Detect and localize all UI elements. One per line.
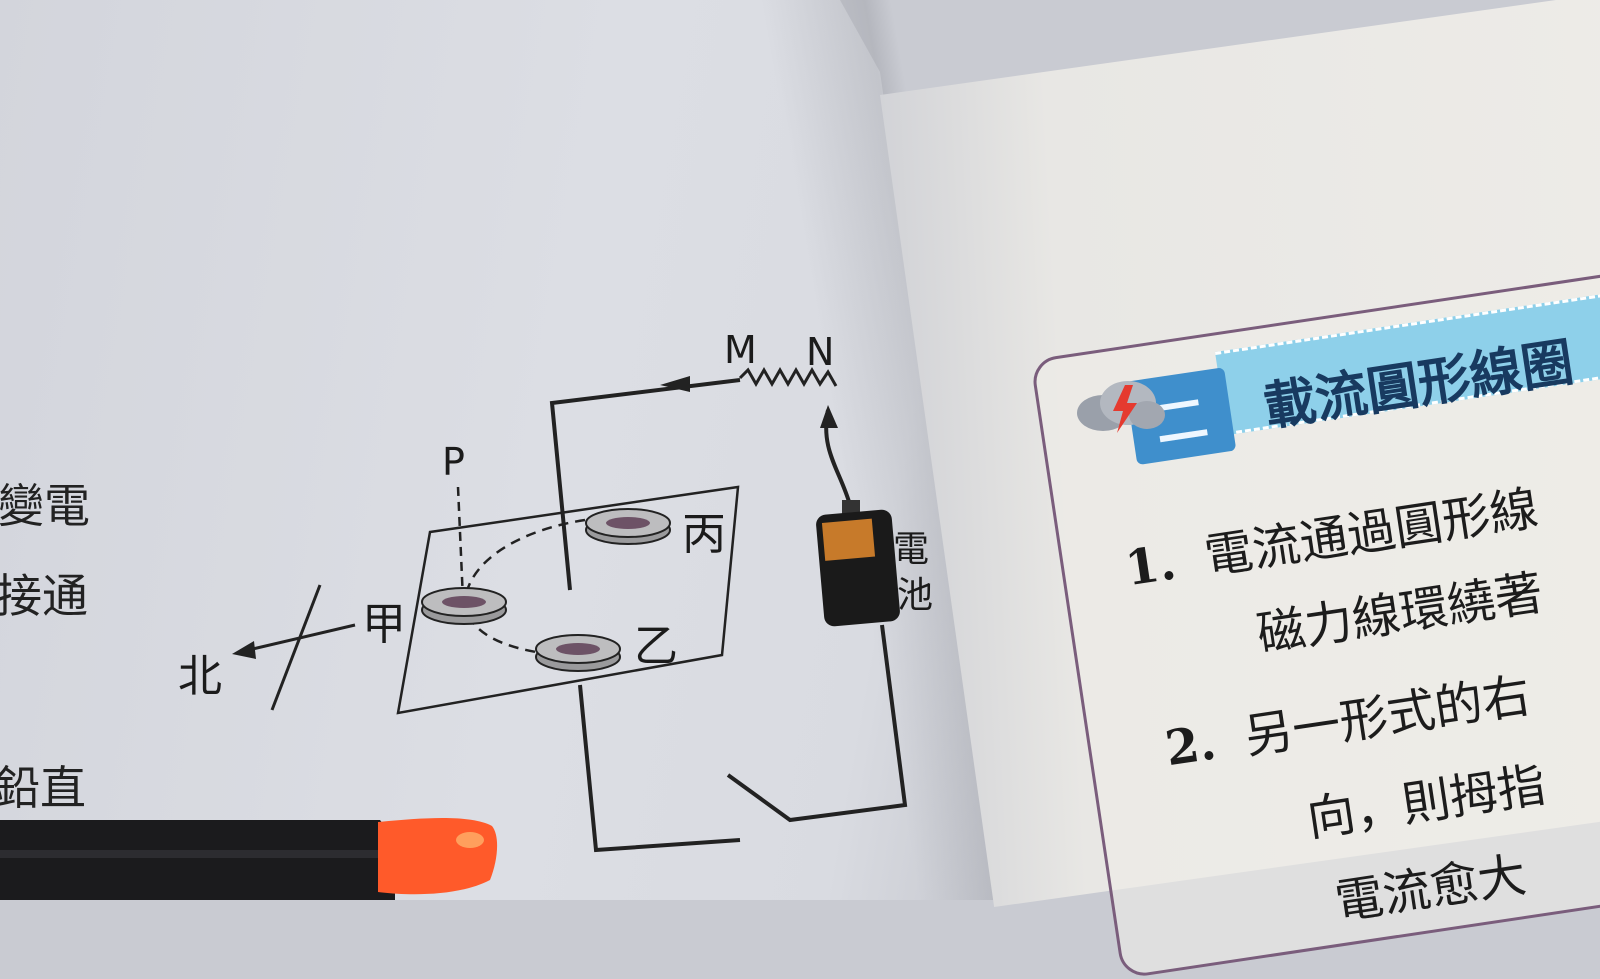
label-p: P <box>442 440 465 484</box>
label-battery-1: 電 <box>893 529 930 570</box>
current-arrow-left <box>660 376 690 392</box>
label-n: N <box>806 330 835 374</box>
side-text-1: 變電 <box>0 479 90 533</box>
battery-icon <box>816 500 900 627</box>
highlighter-marker-icon <box>0 818 498 900</box>
north-arrow <box>232 641 256 659</box>
rheostat <box>738 366 838 388</box>
horizontal-plane <box>396 485 740 715</box>
left-page <box>0 0 1000 900</box>
label-north: 北 <box>178 651 222 702</box>
side-text-2: 接通 <box>0 569 88 623</box>
wire-bottom <box>578 684 741 853</box>
label-battery-2: 池 <box>897 575 934 616</box>
circuit-diagram <box>232 366 908 853</box>
item-number: 2. <box>1161 714 1220 778</box>
label-m: M <box>724 328 757 372</box>
label-bing: 丙 <box>682 509 726 560</box>
storm-cloud-icon <box>1077 381 1165 433</box>
cross-line <box>270 584 322 711</box>
compass-yi-icon <box>535 634 621 672</box>
label-jia: 甲 <box>362 599 406 650</box>
side-text-3: 鉛直 <box>0 761 86 815</box>
current-arrow-up <box>820 405 838 428</box>
item-number: 1. <box>1121 534 1180 598</box>
label-yi: 乙 <box>634 621 678 672</box>
compass-bing-icon <box>585 508 671 545</box>
p-dashed-line <box>456 486 465 601</box>
switch-arm <box>726 624 908 823</box>
compass-jia-icon <box>421 587 507 625</box>
north-line <box>239 623 356 654</box>
